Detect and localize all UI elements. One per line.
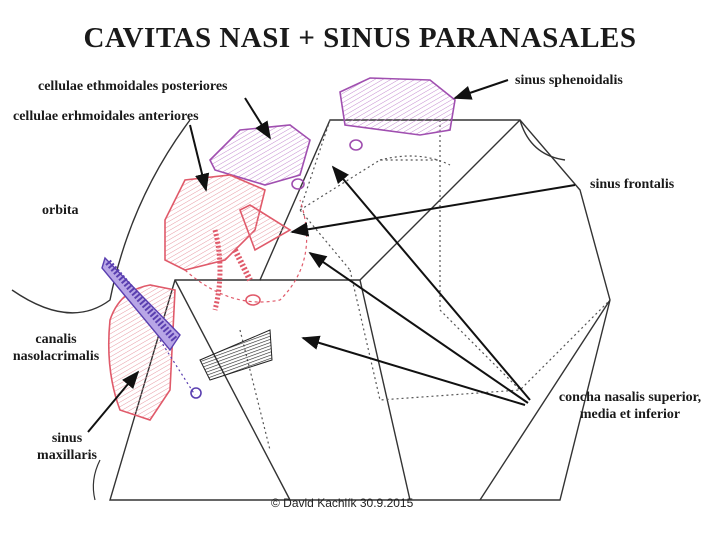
- nasolacrimal-canal-coil: [105, 259, 178, 343]
- arrow-sphenoid: [453, 79, 509, 100]
- nasal-cavity-frame: [109, 119, 611, 501]
- label-concha-line2: media et inferior: [579, 407, 681, 422]
- arrow-ethmoid-anterior: [189, 124, 210, 192]
- posterior-ethmoid-cells: [209, 124, 311, 186]
- label-maxillary: sinus maxillaris: [22, 430, 112, 464]
- orbit-outline: [11, 119, 191, 314]
- arrow-concha-media: [308, 251, 529, 404]
- sphenoid-sinus: [339, 77, 456, 136]
- duct-coil-2: [232, 248, 253, 282]
- concha-hatched: [199, 329, 273, 381]
- ostium-lower: [245, 294, 261, 306]
- label-concha: concha nasalis superior, media et inferi…: [540, 389, 720, 423]
- frontal-sinus: [238, 204, 292, 252]
- arrows: [87, 79, 576, 433]
- arrow-concha-inferior: [301, 335, 526, 406]
- label-canalis-nasolacrimalis: canalis nasolacrimalis: [2, 331, 110, 365]
- nasolacrimal-canal-lower: [159, 339, 196, 396]
- label-canalis-line1: canalis: [35, 332, 77, 347]
- label-orbita: orbita: [42, 203, 79, 218]
- label-sphenoid: sinus sphenoidalis: [515, 73, 623, 88]
- label-ethmoid-anterior: cellulae erhmoidales anteriores: [13, 109, 199, 124]
- duct-coil-1: [212, 229, 223, 311]
- label-canalis-line2: nasolacrimalis: [12, 349, 100, 364]
- nasolacrimal-opening: [190, 387, 202, 399]
- label-frontal: sinus frontalis: [590, 177, 675, 192]
- arrow-frontal: [290, 184, 576, 237]
- arrow-concha-superior: [331, 165, 531, 401]
- arrow-ethmoid-posterior: [244, 97, 271, 140]
- label-maxillary-line2: maxillaris: [37, 448, 97, 463]
- arrow-maxillary: [87, 370, 140, 433]
- page-title: CAVITAS NASI + SINUS PARANASALES: [83, 22, 637, 54]
- ostium-sphenoid: [349, 139, 363, 151]
- label-ethmoid-posterior: cellulae ethmoidales posteriores: [38, 79, 228, 94]
- copyright-text: © David Kachlík 30.9.2015: [271, 496, 414, 510]
- label-maxillary-line1: sinus: [51, 431, 83, 446]
- label-concha-line1: concha nasalis superior,: [558, 390, 702, 405]
- orbit-lower-outline: [92, 459, 101, 501]
- ostium-small: [291, 178, 305, 190]
